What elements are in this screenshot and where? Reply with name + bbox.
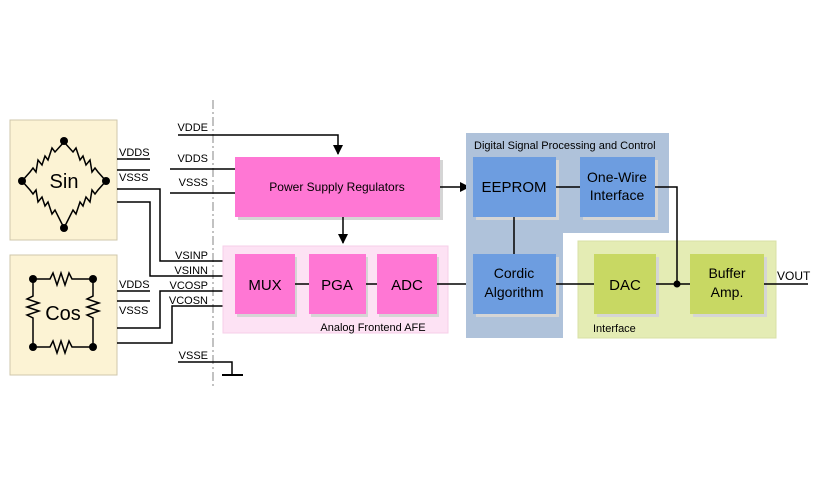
buffer-amp-block bbox=[690, 254, 764, 314]
vsinp-label: VSINP bbox=[175, 250, 208, 262]
sin-vdds-label: VDDS bbox=[119, 147, 150, 159]
vcosp-label: VCOSP bbox=[169, 280, 208, 292]
mux-block bbox=[235, 254, 295, 314]
cos-vdds-label: VDDS bbox=[119, 279, 150, 291]
vout-label: VOUT bbox=[777, 269, 811, 283]
vdde-wire bbox=[178, 134, 343, 155]
dsp-title: Digital Signal Processing and Control bbox=[474, 140, 656, 152]
sin-label: Sin bbox=[50, 171, 79, 193]
vsinn-wire bbox=[117, 201, 233, 281]
vsse-label: VSSE bbox=[179, 350, 208, 362]
vcosn-label: VCOSN bbox=[169, 295, 208, 307]
power-supply-block: Power Supply Regulators bbox=[235, 157, 443, 220]
onewire-label-1: One-Wire bbox=[587, 169, 647, 185]
node-dot bbox=[89, 343, 97, 351]
eeprom-block bbox=[473, 157, 556, 217]
eeprom-label: EEPROM bbox=[481, 179, 546, 196]
buffer-label-2: Amp. bbox=[711, 284, 744, 300]
cordic-block bbox=[473, 254, 556, 314]
pga-label: PGA bbox=[321, 277, 353, 294]
pga-block bbox=[309, 254, 366, 314]
vcosp-wire bbox=[117, 286, 233, 329]
dac-block bbox=[594, 254, 656, 314]
interface-title: Interface bbox=[593, 323, 636, 335]
dsp-group: Digital Signal Processing and Control EE… bbox=[466, 133, 669, 338]
vsinn-label: VSINN bbox=[174, 265, 208, 277]
node-dot bbox=[18, 177, 26, 185]
afe-group: MUX PGA ADC Analog Frontend AFE bbox=[222, 245, 449, 334]
vcosn-wire bbox=[117, 301, 233, 344]
dac-label: DAC bbox=[609, 277, 641, 294]
vsss-label: VSSS bbox=[179, 177, 208, 189]
interface-group: DAC Buffer Amp. Interface bbox=[577, 240, 777, 339]
afe-title: Analog Frontend AFE bbox=[320, 322, 425, 334]
cos-vsss-label: VSSS bbox=[119, 305, 148, 317]
onewire-to-output-wire bbox=[655, 186, 678, 284]
cordic-label-1: Cordic bbox=[494, 265, 534, 281]
cos-label: Cos bbox=[45, 303, 81, 325]
buffer-label-1: Buffer bbox=[708, 265, 745, 281]
cordic-label-2: Algorithm bbox=[484, 284, 543, 300]
vdds-label: VDDS bbox=[177, 153, 208, 165]
onewire-block bbox=[580, 157, 655, 217]
sin-sensor: Sin bbox=[9, 119, 118, 241]
node-dot bbox=[29, 343, 37, 351]
mux-label: MUX bbox=[248, 277, 281, 294]
junction-dot bbox=[673, 280, 681, 288]
vsse-wire bbox=[178, 361, 233, 374]
node-dot bbox=[102, 177, 110, 185]
node-dot bbox=[60, 224, 68, 232]
onewire-label-2: Interface bbox=[590, 187, 645, 203]
adc-label: ADC bbox=[391, 277, 423, 294]
vsinp-wire bbox=[117, 188, 233, 266]
node-dot bbox=[60, 137, 68, 145]
cos-sensor: Cos bbox=[9, 254, 118, 376]
adc-block bbox=[377, 254, 437, 314]
node-dot bbox=[89, 275, 97, 283]
sin-vsss-label: VSSS bbox=[119, 172, 148, 184]
node-dot bbox=[29, 275, 37, 283]
vdde-label: VDDE bbox=[177, 122, 208, 134]
power-supply-label: Power Supply Regulators bbox=[269, 180, 404, 194]
